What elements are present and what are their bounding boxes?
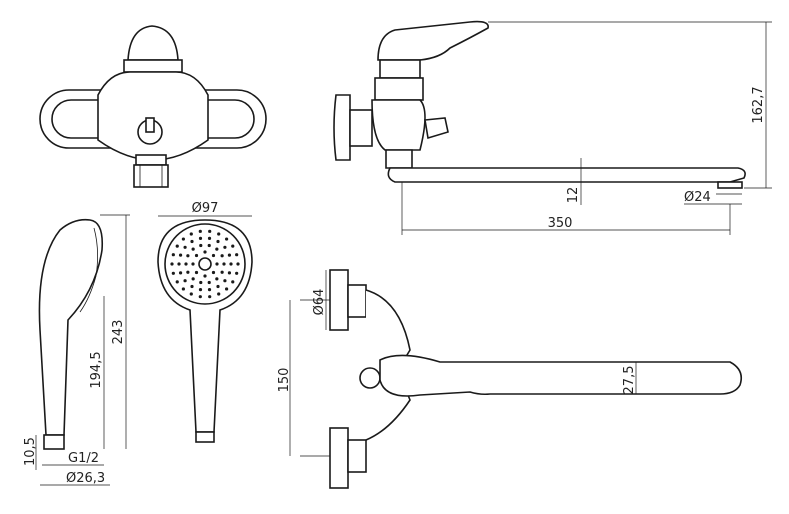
nozzle-dot: [203, 250, 207, 254]
nozzle-dot: [178, 253, 183, 257]
mixer-front-view: [39, 25, 267, 188]
nozzle-dot: [208, 295, 212, 299]
nozzle-dot: [189, 292, 193, 296]
nozzle-dot: [175, 244, 179, 248]
nozzle-dot: [178, 271, 183, 275]
nozzle-dot: [208, 229, 212, 233]
dim-spout-height: 12: [566, 187, 581, 204]
nozzle-dot: [194, 270, 199, 275]
nozzle-dot: [186, 254, 190, 258]
dim-total-height: 162,7: [751, 86, 766, 123]
nozzle-dot: [184, 262, 188, 266]
nozzle-dot: [217, 232, 221, 236]
nozzle-dot: [198, 295, 202, 299]
dim-head-diameter: Ø97: [192, 201, 219, 216]
nozzle-dot: [235, 253, 239, 257]
nozzle-dot: [170, 262, 174, 266]
nozzle-dot: [183, 279, 187, 283]
nozzle-dot: [223, 245, 227, 249]
spray-nozzles: [170, 229, 240, 299]
mixer-top-view: 150 Ø64 27,5: [277, 269, 743, 489]
nozzle-dot: [190, 284, 194, 289]
nozzle-dot: [181, 237, 185, 241]
nozzle-dot: [207, 288, 212, 292]
nozzle-dot: [229, 262, 233, 266]
nozzle-dot: [220, 270, 224, 274]
nozzle-dot: [215, 247, 219, 251]
nozzle-dot: [171, 253, 175, 257]
dim-thread-length: 10,5: [23, 437, 38, 466]
nozzle-dot: [177, 262, 181, 266]
nozzle-dot: [235, 271, 239, 275]
nozzle-dot: [217, 292, 221, 296]
nozzle-dot: [227, 271, 232, 275]
nozzle-dot: [199, 280, 203, 285]
nozzle-dot: [225, 287, 229, 291]
dim-spout-reach: 350: [548, 216, 573, 231]
dim-aerator-diameter: Ø24: [684, 190, 711, 205]
nozzle-dot: [215, 262, 219, 266]
nozzle-dot: [198, 236, 203, 240]
dim-thread-diameter: Ø26,3: [66, 471, 105, 486]
nozzle-dot: [190, 239, 194, 244]
hand-shower-side-view: 243 194,5 10,5 G1/2 Ø26,3: [23, 214, 130, 486]
nozzle-dot: [215, 277, 219, 281]
hand-shower-front-view: Ø97: [157, 201, 253, 443]
nozzle-dot: [191, 262, 195, 266]
nozzle-dot: [186, 270, 190, 274]
nozzle-dot: [231, 244, 235, 248]
dim-center-distance: 150: [277, 368, 292, 393]
dim-spout-thickness: 27,5: [622, 366, 637, 395]
nozzle-dot: [216, 284, 220, 289]
nozzle-dot: [171, 271, 175, 275]
nozzle-dot: [223, 279, 227, 283]
nozzle-dot: [207, 243, 211, 248]
nozzle-dot: [191, 247, 195, 251]
dim-handle-length: 194,5: [89, 351, 104, 388]
nozzle-dot: [199, 243, 203, 248]
nozzle-dot: [198, 229, 202, 233]
nozzle-dot: [175, 280, 179, 284]
nozzle-dot: [216, 239, 220, 244]
nozzle-dot: [231, 280, 235, 284]
nozzle-dot: [207, 236, 212, 240]
nozzle-dot: [211, 270, 216, 275]
mixer-side-view: [333, 20, 746, 189]
nozzle-dot: [207, 280, 211, 285]
nozzle-dot: [220, 254, 224, 258]
dim-shower-length: 243: [111, 320, 126, 345]
nozzle-dot: [191, 277, 195, 281]
nozzle-dot: [198, 288, 203, 292]
nozzle-dot: [183, 245, 187, 249]
nozzle-dot: [236, 262, 240, 266]
nozzle-dot: [189, 232, 193, 236]
nozzle-dot: [227, 253, 232, 257]
dim-flange-diameter: Ø64: [312, 289, 327, 316]
dim-thread: G1/2: [68, 451, 99, 466]
nozzle-dot: [211, 253, 216, 258]
nozzle-dot: [225, 237, 229, 241]
nozzle-dot: [203, 274, 207, 278]
nozzle-dot: [222, 262, 226, 266]
side-dimensions: 162,7 12 Ø24 350: [401, 21, 772, 235]
nozzle-dot: [194, 253, 199, 258]
nozzle-dot: [181, 287, 185, 291]
